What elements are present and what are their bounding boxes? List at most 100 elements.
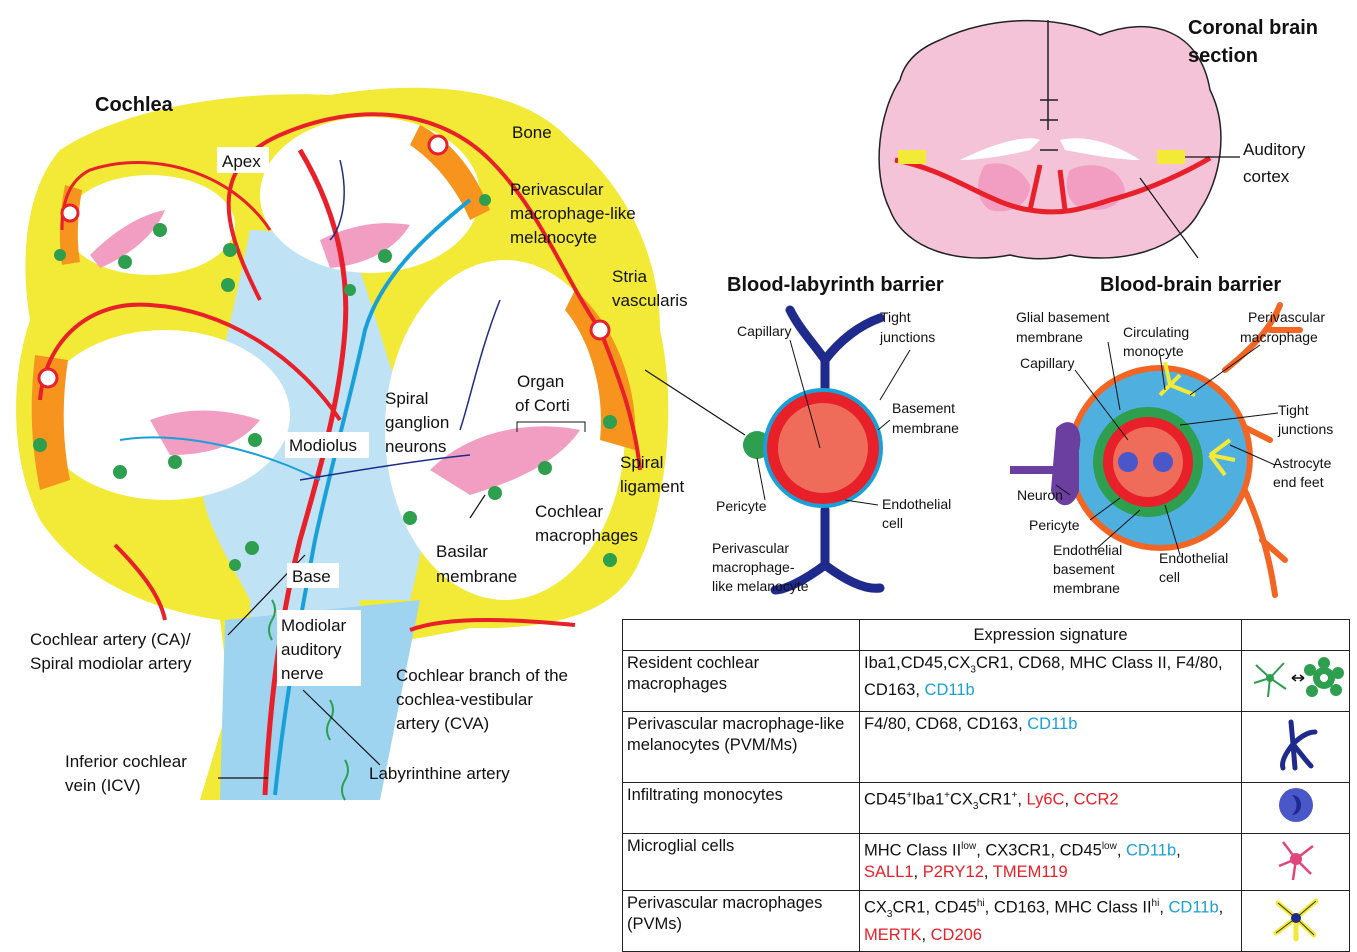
base-label: Base — [292, 567, 331, 586]
cochlea-title: Cochlea — [95, 94, 174, 116]
table-row: Perivascular macrophage-like melanocytes… — [623, 712, 1350, 783]
spiral-ligament-label-2: ligament — [620, 477, 685, 496]
spiral-ganglion-label-3: neurons — [385, 437, 446, 456]
cva-label-1: Cochlear branch of the — [396, 666, 568, 685]
marker-text: , — [921, 926, 930, 944]
marker-red: TMEM119 — [993, 863, 1068, 881]
cell-type-name: Infiltrating monocytes — [623, 783, 860, 834]
expression-signature: CX3CR1, CD45hi, CD163, MHC Class IIhi, C… — [860, 891, 1242, 952]
marker-text: , — [1219, 899, 1224, 917]
expression-signature: MHC Class IIlow, CX3CR1, CD45low, CD11b,… — [860, 834, 1242, 891]
modiolar-label-1: Modiolar — [281, 616, 347, 635]
bbb-pvm-label-1: Perivascular — [1248, 309, 1325, 325]
bbb-endothelial-label-2: cell — [1159, 569, 1180, 585]
blb-pvm-label-2: macrophage- — [712, 559, 795, 575]
bbb-pericyte-label: Pericyte — [1029, 517, 1080, 533]
auditory-cortex-label-1: Auditory — [1243, 140, 1306, 159]
expression-signature: CD45+Iba1+CX3CR1+, Ly6C, CCR2 — [860, 783, 1242, 834]
table-header-row: Expression signature — [623, 620, 1350, 651]
blb-lumen — [778, 403, 868, 493]
cell-type-name: Perivascular macrophages (PVMs) — [623, 891, 860, 952]
marker-text: F4/80, CD68, CD163, — [864, 715, 1027, 733]
monocyte-icon — [1242, 783, 1350, 834]
marker-red: MERTK — [864, 926, 921, 944]
organ-corti-label-1: Organ — [517, 372, 564, 391]
pvm-melanocyte-label-1: Perivascular — [510, 180, 604, 199]
blb-pvm-label-3: like melanocyte — [712, 578, 809, 594]
bbb-tight-label-2: junctions — [1277, 421, 1333, 437]
bbb-title: Blood-brain barrier — [1100, 274, 1281, 296]
blb-endothelial-label-2: cell — [882, 515, 903, 531]
blb-endothelial-label-1: Endothelial — [882, 496, 951, 512]
marker-text: CR1 — [978, 791, 1011, 809]
spiral-ganglion-label-2: ganglion — [385, 413, 449, 432]
marker-text: Iba1 — [912, 791, 944, 809]
table-row: Infiltrating monocytesCD45+Iba1+CX3CR1+,… — [623, 783, 1350, 834]
table-header-signature: Expression signature — [860, 620, 1242, 651]
spiral-ganglion-label-1: Spiral — [385, 389, 428, 408]
table-row: Resident cochlear macrophagesIba1,CD45,C… — [623, 651, 1350, 712]
marker-text: , — [1064, 791, 1073, 809]
marker-blue: CD11b — [1027, 715, 1077, 733]
marker-text: CR1, CD45 — [892, 899, 976, 917]
bbb-glial-label-2: membrane — [1016, 329, 1083, 345]
cell-type-name: Perivascular macrophage-like melanocytes… — [623, 712, 860, 783]
marker-text: CX — [864, 899, 887, 917]
marker-text: , — [984, 863, 993, 881]
blb-tight-label-2: junctions — [879, 329, 935, 345]
marker-blue: CD11b — [1169, 899, 1219, 917]
cva-label-3: artery (CVA) — [396, 714, 489, 733]
apex-label: Apex — [222, 152, 261, 171]
coronal-brain-illustration — [879, 20, 1240, 259]
bbb-glial-label-1: Glial basement — [1016, 309, 1109, 325]
auditory-cortex-label-2: cortex — [1243, 167, 1290, 186]
cochlear-macrophages-label-1: Cochlear — [535, 502, 603, 521]
expression-signature: Iba1,CD45,CX3CR1, CD68, MHC Class II, F4… — [860, 651, 1242, 712]
marker-red: P2RY12 — [923, 863, 984, 881]
marker-text: Iba1,CD45,CX — [864, 654, 970, 672]
expression-table: Expression signature Resident cochlear m… — [622, 619, 1350, 952]
modiolar-label-2: auditory — [281, 640, 342, 659]
icv-label-2: vein (ICV) — [65, 776, 141, 795]
bbb-circulating-label-2: monocyte — [1123, 343, 1184, 359]
marker-red: CD206 — [931, 926, 982, 944]
marker-text: hi — [977, 898, 985, 909]
organ-corti-label-2: of Corti — [515, 396, 570, 415]
cva-label-2: cochlea-vestibular — [396, 690, 533, 709]
auditory-cortex-left — [898, 150, 926, 164]
marker-text: , — [914, 863, 923, 881]
bbb-tight-label-1: Tight — [1278, 402, 1309, 418]
blb-tight-label-1: Tight — [880, 309, 911, 325]
bbb-astrocyte-label-2: end feet — [1273, 474, 1324, 490]
marker-text: , CD163, MHC Class II — [985, 899, 1152, 917]
marker-text: , — [1017, 791, 1026, 809]
bone-label: Bone — [512, 123, 552, 142]
cochlear-artery-label-2: Spiral modiolar artery — [30, 654, 192, 673]
modiolus-label: Modiolus — [289, 436, 357, 455]
bbb-rbc-2 — [1153, 452, 1173, 472]
bbb-endobase-label-3: membrane — [1053, 580, 1120, 596]
cochlear-macrophages-label-2: macrophages — [535, 526, 638, 545]
marker-text: , CX3CR1, CD45 — [976, 842, 1102, 860]
bbb-rbc-1 — [1118, 452, 1138, 472]
pvm-icon — [1242, 891, 1350, 952]
melanocyte-top — [790, 310, 880, 400]
expression-signature: F4/80, CD68, CD163, CD11b — [860, 712, 1242, 783]
blb-pvm-label-1: Perivascular — [712, 540, 789, 556]
basilar-label-2: membrane — [436, 567, 517, 586]
spiral-ligament-label-1: Spiral — [620, 453, 663, 472]
microglia-icon — [1242, 834, 1350, 891]
cochlear-artery-label-1: Cochlear artery (CA)/ — [30, 630, 191, 649]
labyrinthine-label: Labyrinthine artery — [369, 764, 510, 783]
marker-red: CCR2 — [1074, 791, 1119, 809]
stria-label-1: Stria — [612, 267, 648, 286]
blb-basement-label-1: Basement — [892, 400, 955, 416]
icv-label-1: Inferior cochlear — [65, 752, 187, 771]
marker-text: , — [1176, 842, 1181, 860]
marker-text: , — [1117, 842, 1126, 860]
scala-mid-left — [40, 330, 290, 500]
marker-red: SALL1 — [864, 863, 914, 881]
auditory-cortex-right — [1157, 150, 1185, 164]
